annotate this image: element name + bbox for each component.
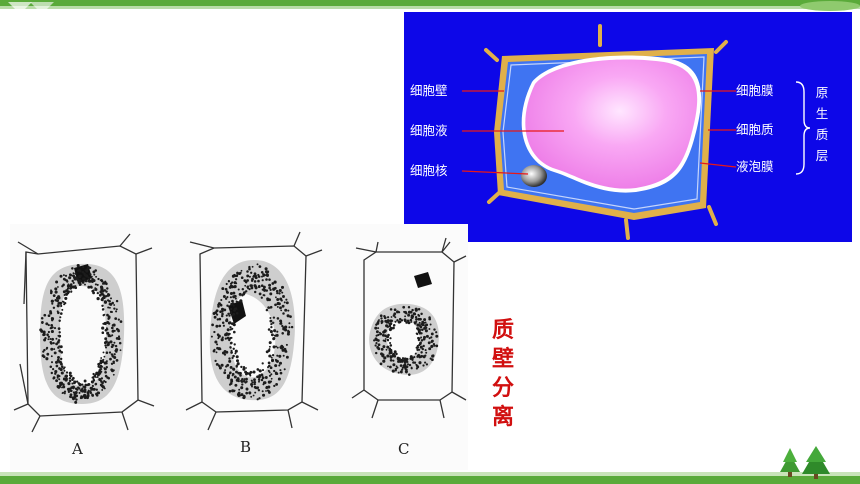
label-protoplast-layer: 原生质层 bbox=[815, 85, 829, 163]
bottom-banner-stripe bbox=[0, 472, 860, 476]
bottom-banner bbox=[0, 476, 860, 484]
stage-label-c: C bbox=[398, 440, 410, 458]
label-cell-membrane: 细胞膜 bbox=[736, 83, 774, 98]
label-nucleus: 细胞核 bbox=[410, 163, 448, 178]
label-cell-sap: 细胞液 bbox=[410, 123, 448, 138]
label-cytoplasm: 细胞质 bbox=[736, 122, 774, 137]
plasmolysis-title: 质壁分离 bbox=[491, 317, 514, 430]
plasmolysis-stages-figure: A B C bbox=[10, 224, 468, 470]
label-tonoplast: 液泡膜 bbox=[736, 159, 774, 174]
top-right-leaf-icon bbox=[800, 1, 860, 11]
plant-cell-diagram: 细胞壁 细胞液 细胞核 细胞膜 细胞质 液泡膜 原生质层 bbox=[404, 12, 852, 242]
pine-trees-icon bbox=[780, 446, 830, 479]
top-left-leaf-icon bbox=[8, 2, 54, 14]
stages-illustration bbox=[13, 231, 467, 433]
cell-illustration bbox=[461, 24, 811, 240]
label-cell-wall: 细胞壁 bbox=[410, 83, 448, 98]
top-banner bbox=[0, 0, 860, 6]
top-banner-stripe bbox=[0, 6, 860, 9]
stage-label-a: A bbox=[72, 440, 83, 458]
stage-label-b: B bbox=[240, 438, 252, 456]
